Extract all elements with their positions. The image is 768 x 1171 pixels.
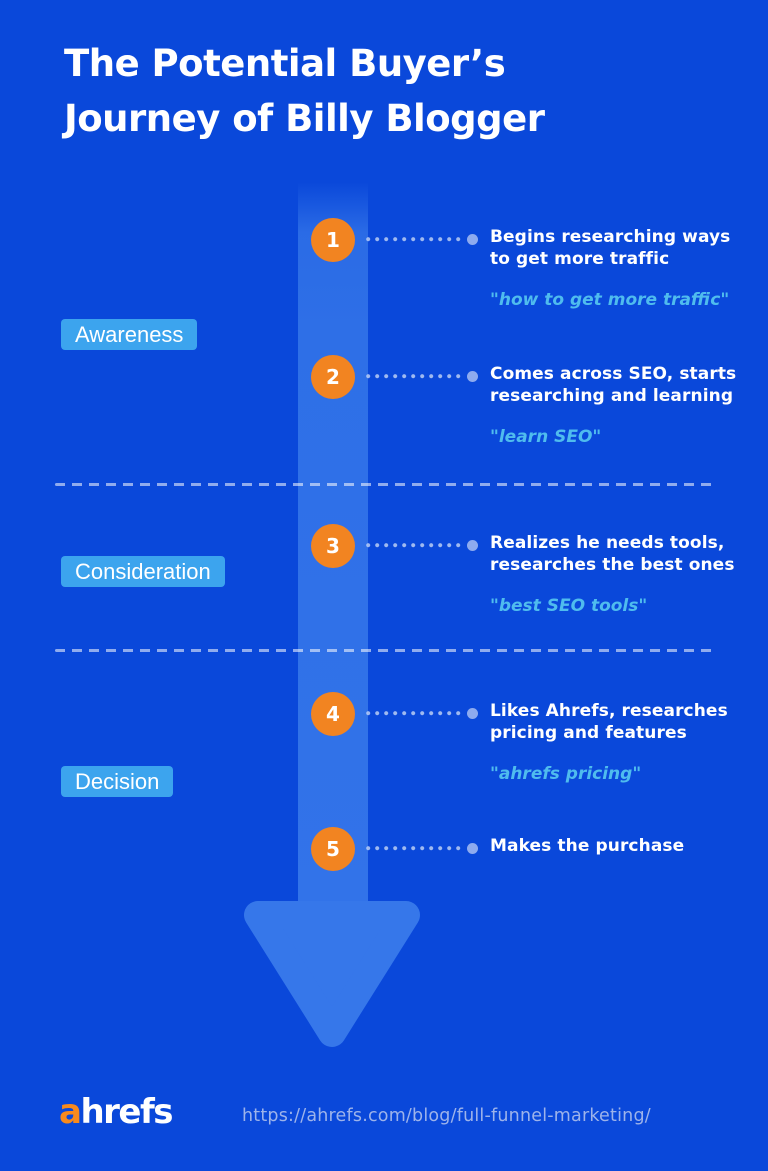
source-url: https://ahrefs.com/blog/full-funnel-mark… bbox=[242, 1106, 651, 1126]
step-text-block: Comes across SEO, starts researching and… bbox=[490, 364, 750, 448]
step-number-badge: 1 bbox=[311, 218, 355, 262]
ahrefs-logo-accent: a bbox=[59, 1092, 82, 1132]
step-text-block: Realizes he needs tools, researches the … bbox=[490, 533, 750, 617]
title-line-2: Journey of Billy Blogger bbox=[64, 97, 545, 140]
step-text-block: Makes the purchase bbox=[490, 836, 750, 878]
leader-dots bbox=[366, 543, 463, 548]
page-title: The Potential Buyer’s Journey of Billy B… bbox=[64, 36, 545, 146]
step-text-line1: Makes the purchase bbox=[490, 836, 685, 856]
step-number-badge: 3 bbox=[311, 524, 355, 568]
step-search-query: "best SEO tools" bbox=[490, 596, 648, 616]
step-number: 1 bbox=[326, 228, 340, 252]
leader-end-dot bbox=[467, 234, 478, 245]
ahrefs-logo-rest: hrefs bbox=[80, 1092, 173, 1132]
stage-divider bbox=[55, 649, 712, 652]
step-text-line1: Comes across SEO, starts bbox=[490, 364, 737, 384]
leader-dots bbox=[366, 846, 463, 851]
step-text-line2: pricing and features bbox=[490, 722, 687, 743]
step-number: 5 bbox=[326, 837, 340, 861]
stage-label-consideration: Consideration bbox=[61, 556, 225, 587]
step-text-line1: Begins researching ways bbox=[490, 227, 731, 247]
leader-end-dot bbox=[467, 540, 478, 551]
leader-dots bbox=[366, 237, 463, 242]
ahrefs-logo: ahrefs bbox=[59, 1092, 174, 1132]
step-text-block: Begins researching ways to get more traf… bbox=[490, 227, 750, 311]
step-text-line2: researching and learning bbox=[490, 385, 734, 406]
step-search-query: "ahrefs pricing" bbox=[490, 764, 642, 784]
leader-dots bbox=[366, 711, 463, 716]
step-number-badge: 5 bbox=[311, 827, 355, 871]
step-number-badge: 4 bbox=[311, 692, 355, 736]
title-line-1: The Potential Buyer’s bbox=[64, 42, 506, 85]
step-text-line2: researches the best ones bbox=[490, 554, 735, 575]
step-number: 4 bbox=[326, 702, 340, 726]
step-search-query: "how to get more traffic" bbox=[490, 290, 730, 310]
leader-end-dot bbox=[467, 708, 478, 719]
step-text-line1: Realizes he needs tools, bbox=[490, 533, 725, 553]
stage-label-awareness: Awareness bbox=[61, 319, 198, 350]
step-number-badge: 2 bbox=[311, 355, 355, 399]
step-text-block: Likes Ahrefs, researches pricing and fea… bbox=[490, 701, 750, 785]
step-number: 2 bbox=[326, 365, 340, 389]
step-search-query: "learn SEO" bbox=[490, 427, 602, 447]
stage-label-decision: Decision bbox=[61, 766, 174, 797]
leader-end-dot bbox=[467, 843, 478, 854]
leader-dots bbox=[366, 374, 463, 379]
stage-divider bbox=[55, 483, 712, 486]
funnel-arrow-head-icon bbox=[244, 901, 420, 1047]
step-text-line1: Likes Ahrefs, researches bbox=[490, 701, 728, 721]
step-number: 3 bbox=[326, 534, 340, 558]
step-text-line2: to get more traffic bbox=[490, 248, 670, 269]
leader-end-dot bbox=[467, 371, 478, 382]
